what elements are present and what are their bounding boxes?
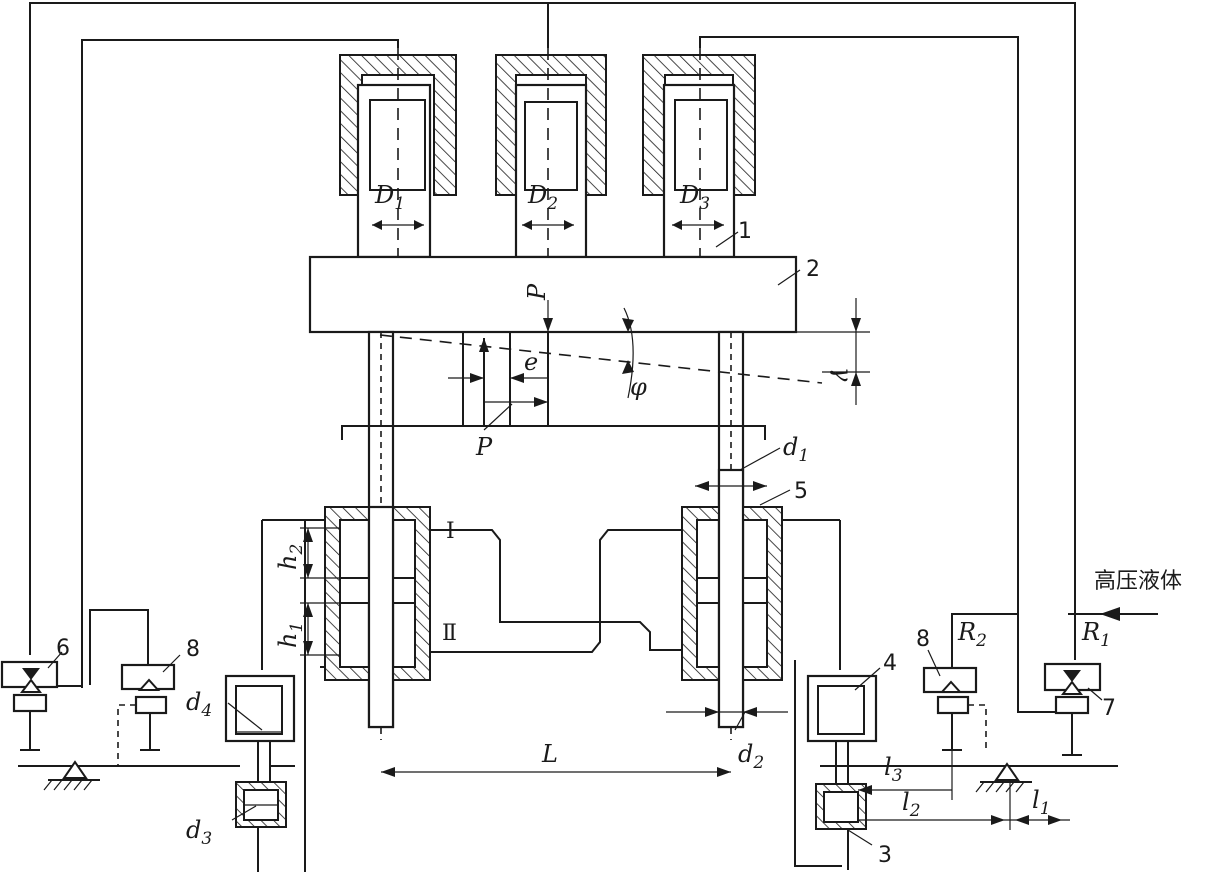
hydraulic-lines xyxy=(29,2,1158,713)
label-e: e xyxy=(524,348,538,376)
label-h1: h1 xyxy=(274,622,307,648)
part-number-6: 6 xyxy=(56,636,70,661)
part-number-4: 4 xyxy=(883,651,897,676)
label-l3: l3 xyxy=(884,753,903,786)
valve-6 xyxy=(0,660,82,751)
cross-pipes xyxy=(430,519,841,670)
lower-frame xyxy=(341,332,766,440)
leader-lines xyxy=(47,231,1103,846)
label-L: L xyxy=(541,740,558,768)
label-l1: l1 xyxy=(1032,786,1051,819)
servo-right xyxy=(794,660,1118,870)
cylinder-D3 xyxy=(642,48,756,300)
label-roman-1: I xyxy=(446,519,455,544)
label-D2: D2 xyxy=(527,181,558,214)
label-D3: D3 xyxy=(679,181,710,214)
valve-7 xyxy=(1043,662,1102,756)
diagram-labels: D1 D2 D3 P e P φ γ d1 d2 d4 d3 h2 h1 L l… xyxy=(56,181,1182,868)
label-phi: φ xyxy=(630,373,647,401)
tilt-indicator xyxy=(379,298,870,405)
balance-cylinder-left xyxy=(320,505,431,729)
label-R2: R2 xyxy=(957,618,987,651)
label-d1: d1 xyxy=(783,433,809,466)
part-number-1: 1 xyxy=(738,219,752,244)
label-gamma: γ xyxy=(829,367,857,382)
d2-dimension xyxy=(666,707,788,717)
part-number-5: 5 xyxy=(794,479,808,504)
ground-left xyxy=(43,760,100,791)
label-P-top: P xyxy=(523,283,551,301)
label-D1: D1 xyxy=(374,181,405,214)
label-d2: d2 xyxy=(738,740,764,773)
L-dimension xyxy=(381,767,731,777)
balance-cylinder-right xyxy=(681,468,783,729)
servo-left xyxy=(18,519,320,872)
label-h2: h2 xyxy=(274,544,307,570)
label-d4: d4 xyxy=(186,688,212,721)
label-d3: d3 xyxy=(186,816,212,849)
label-P-bottom: P xyxy=(475,433,493,461)
part-number-8-left: 8 xyxy=(186,637,200,662)
label-l2: l2 xyxy=(902,788,921,821)
label-roman-2: Ⅱ xyxy=(442,621,457,646)
part-number-8-right: 8 xyxy=(916,627,930,652)
part-number-7: 7 xyxy=(1102,696,1116,721)
cylinder-D1 xyxy=(339,48,457,300)
part-number-2: 2 xyxy=(806,257,820,282)
moving-crossbeam xyxy=(308,255,798,334)
part-number-3: 3 xyxy=(878,843,892,868)
ground-right xyxy=(975,762,1032,793)
load-arrows xyxy=(448,300,553,431)
valve-8-left xyxy=(117,663,176,766)
label-high-pressure-fluid: 高压液体 xyxy=(1094,569,1182,594)
valve-8-right xyxy=(922,666,987,751)
label-R1: R1 xyxy=(1081,618,1111,651)
cylinder-D2 xyxy=(495,48,607,320)
